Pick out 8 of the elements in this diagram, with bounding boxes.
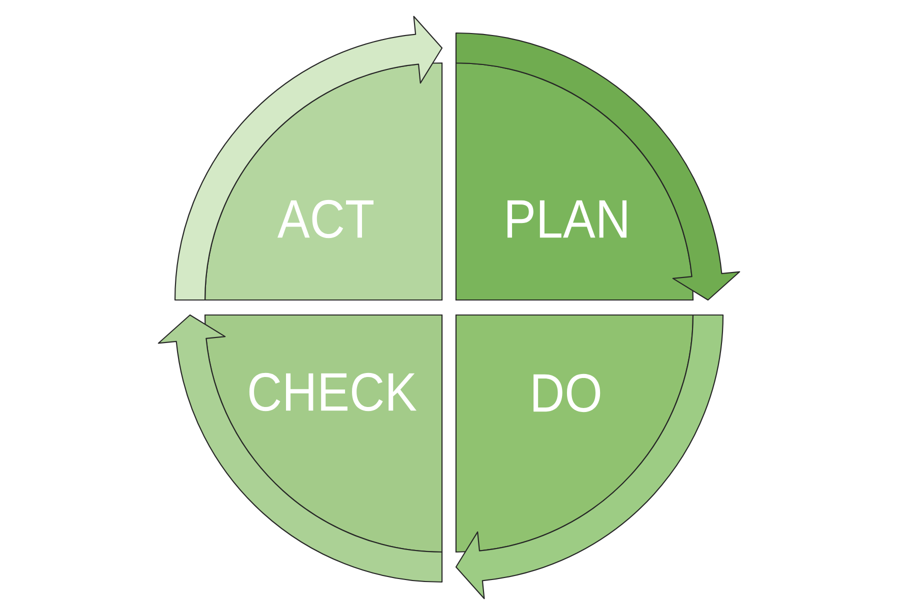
curved-arrow	[455, 32, 740, 301]
curved-arrow	[455, 314, 724, 600]
quadrant-segment: DO	[455, 314, 694, 553]
curved-arrow	[158, 314, 443, 583]
curved-arrow	[174, 16, 443, 301]
quadrant-segment: ACT	[204, 62, 443, 301]
quadrant-segment: PLAN	[455, 62, 694, 301]
quadrant-segment: CHECK	[204, 314, 443, 553]
